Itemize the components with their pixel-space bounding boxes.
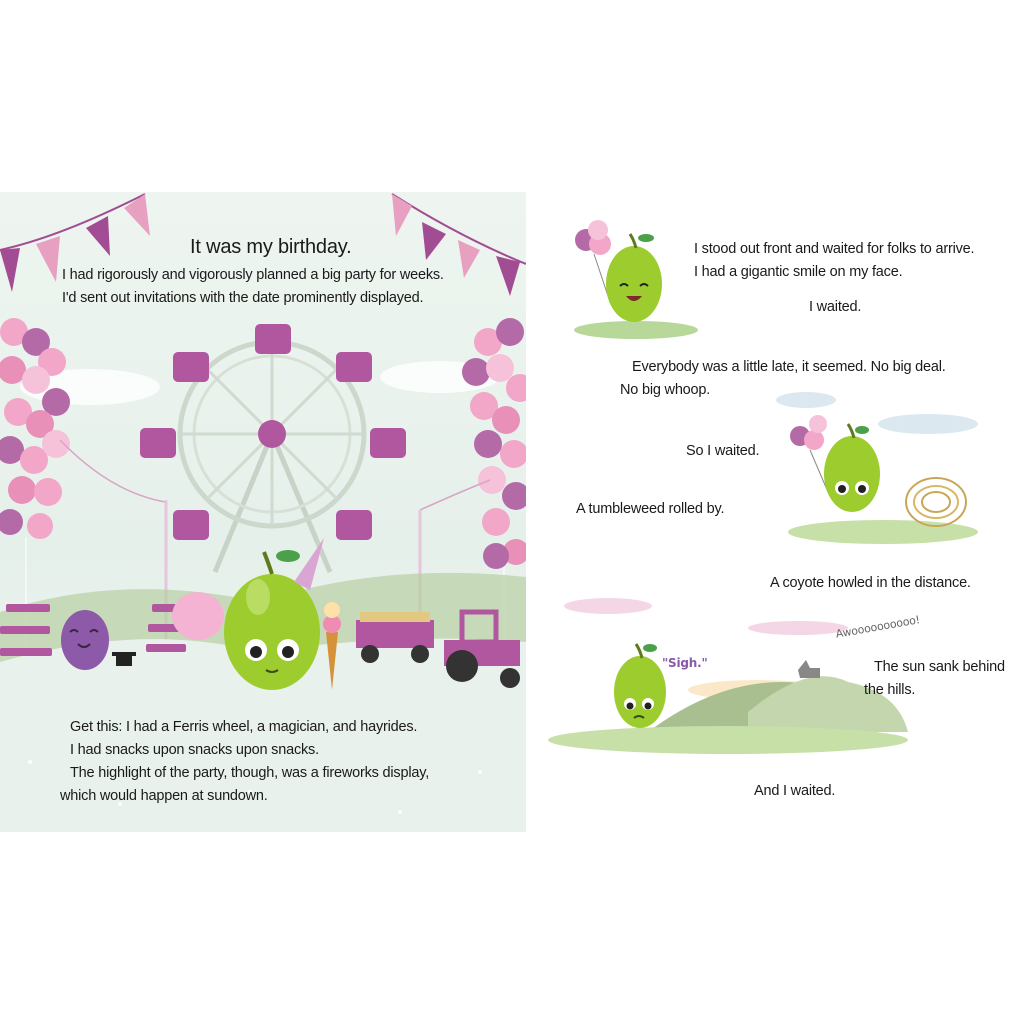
story-line: The sun sank behind xyxy=(874,659,1005,675)
left-illustration xyxy=(0,193,526,832)
sigh-sound-effect: "Sigh." xyxy=(662,656,708,670)
bunting-right xyxy=(391,193,526,296)
story-line: A tumbleweed rolled by. xyxy=(576,501,725,517)
hay-wagon xyxy=(356,612,434,663)
balloon-cluster-left xyxy=(0,318,70,692)
ferris-wheel xyxy=(140,324,406,573)
plum-magician-character xyxy=(61,610,136,670)
left-page: It was my birthday. I had rigorously and… xyxy=(0,192,526,832)
right-illustration xyxy=(548,220,978,754)
paragraph-line: I had rigorously and vigorously planned … xyxy=(62,267,444,283)
sunset-hills-vignette xyxy=(548,598,908,754)
balloon-cluster-right xyxy=(462,318,526,662)
right-page: I stood out front and waited for folks t… xyxy=(548,192,1024,832)
cupcake-stand-left xyxy=(0,604,52,656)
grape-birthday-character xyxy=(224,538,341,690)
story-line: I stood out front and waited for folks t… xyxy=(694,241,975,257)
story-line: Everybody was a little late, it seemed. … xyxy=(632,359,946,375)
story-line: And I waited. xyxy=(754,783,836,799)
grape-smiling-vignette xyxy=(574,220,698,339)
tractor xyxy=(444,609,520,688)
page-title: It was my birthday. xyxy=(190,236,352,258)
cotton-candy xyxy=(172,592,224,640)
grape-tumbleweed-vignette xyxy=(788,415,978,544)
bunting-left xyxy=(0,193,150,292)
story-line: No big whoop. xyxy=(620,382,711,398)
paragraph-line: I had snacks upon snacks upon snacks. xyxy=(70,742,319,758)
paragraph-line: I'd sent out invitations with the date p… xyxy=(62,290,424,306)
story-line: So I waited. xyxy=(686,443,760,459)
story-line: the hills. xyxy=(864,682,916,698)
story-line: A coyote howled in the distance. xyxy=(770,575,971,591)
paragraph-line: which would happen at sundown. xyxy=(60,788,268,804)
paragraph-line: Get this: I had a Ferris wheel, a magici… xyxy=(70,719,418,735)
story-line: I waited. xyxy=(809,299,862,315)
story-line: I had a gigantic smile on my face. xyxy=(694,264,903,280)
paragraph-line: The highlight of the party, though, was … xyxy=(70,765,430,781)
